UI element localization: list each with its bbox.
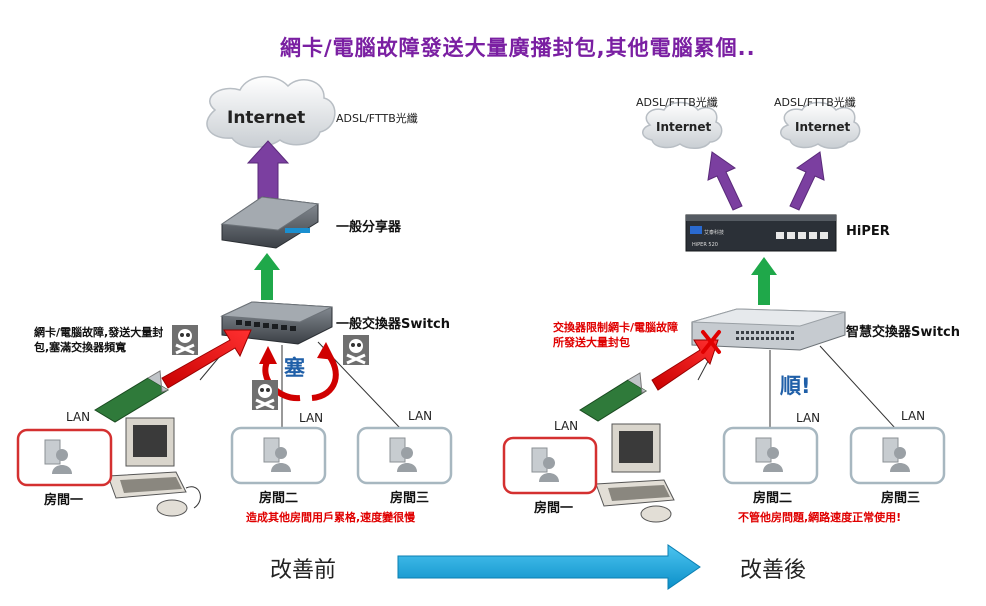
uplink-arrows-after — [707, 151, 825, 211]
svg-text:艾泰科技: 艾泰科技 — [704, 229, 724, 236]
lan-label: LAN — [66, 410, 91, 424]
router-device-before — [220, 196, 320, 249]
jam-arrow-head-right — [317, 342, 335, 360]
limit-note: 交換器限制網卡/電腦故障所發送大量封包 — [553, 321, 679, 349]
skull-icon — [172, 325, 198, 355]
room-label: 房間二 — [753, 491, 793, 506]
lan-label: LAN — [796, 411, 821, 425]
skull-icon — [343, 335, 369, 365]
adsl-label-after-2: ADSL/FTTB光纖 — [774, 96, 856, 109]
room-1-before — [16, 428, 113, 487]
lan-label: LAN — [408, 409, 433, 423]
impact-note: 造成其他房間用戶累格,速度變很慢 — [246, 511, 416, 524]
room-3-before — [356, 426, 453, 485]
improvement-arrow — [397, 544, 701, 590]
internet-cloud-before — [206, 75, 336, 148]
internet-label-before: Internet — [227, 108, 306, 128]
jam-label: 塞 — [284, 356, 305, 380]
green-arrow-after — [751, 257, 777, 305]
computer-before — [107, 417, 201, 517]
room-2-before — [230, 426, 327, 485]
adsl-label-before: ADSL/FTTB光纖 — [336, 112, 418, 125]
computer-after — [595, 423, 675, 523]
before-label: 改善前 — [270, 558, 337, 583]
room-label: 房間三 — [881, 491, 921, 506]
router-label: 一般分享器 — [336, 220, 402, 235]
lan-label: LAN — [554, 419, 579, 433]
smart-switch-device — [691, 308, 846, 351]
after-label: 改善後 — [740, 558, 807, 583]
adsl-label-after-1: ADSL/FTTB光纖 — [636, 96, 718, 109]
jam-arrow-head-left — [259, 346, 277, 364]
skull-icon — [252, 380, 278, 410]
room-label: 房間一 — [534, 501, 574, 516]
room-3-after — [849, 426, 946, 485]
smooth-label: 順! — [780, 374, 811, 398]
lan-label: LAN — [299, 411, 324, 425]
flood-arrow-before — [161, 329, 252, 389]
internet-cloud-after-2 — [780, 101, 861, 149]
fault-note: 網卡/電腦故障,發送大量封包,塞滿交換器頻寬 — [34, 326, 164, 354]
internet-label-after-2: Internet — [795, 120, 851, 134]
hiper-label: HiPER — [846, 224, 890, 239]
room-1-after — [502, 436, 598, 495]
lan-label: LAN — [901, 409, 926, 423]
page-title: 網卡/電腦故障發送大量廣播封包,其他電腦累個.. — [280, 36, 756, 60]
room-label: 房間三 — [390, 491, 430, 506]
hiper-router-device: 艾泰科技 HiPER 520 — [685, 214, 837, 252]
ok-note: 不管他房問題,網路速度正常使用! — [738, 511, 902, 524]
switch-label-before: 一般交換器Switch — [336, 317, 451, 332]
switch-label-after: 智慧交換器Switch — [846, 325, 961, 340]
network-card-after — [579, 372, 647, 422]
internet-cloud-after-1 — [642, 101, 723, 149]
network-card-before — [94, 370, 169, 423]
room-label: 房間一 — [44, 493, 84, 508]
green-arrow-before — [254, 253, 280, 300]
uplink-arrow-before — [246, 140, 290, 201]
room-label: 房間二 — [259, 491, 299, 506]
internet-label-after-1: Internet — [656, 120, 712, 134]
block-x-icon — [701, 330, 721, 354]
svg-text:HiPER 520: HiPER 520 — [692, 242, 718, 248]
room-2-after — [722, 426, 819, 485]
